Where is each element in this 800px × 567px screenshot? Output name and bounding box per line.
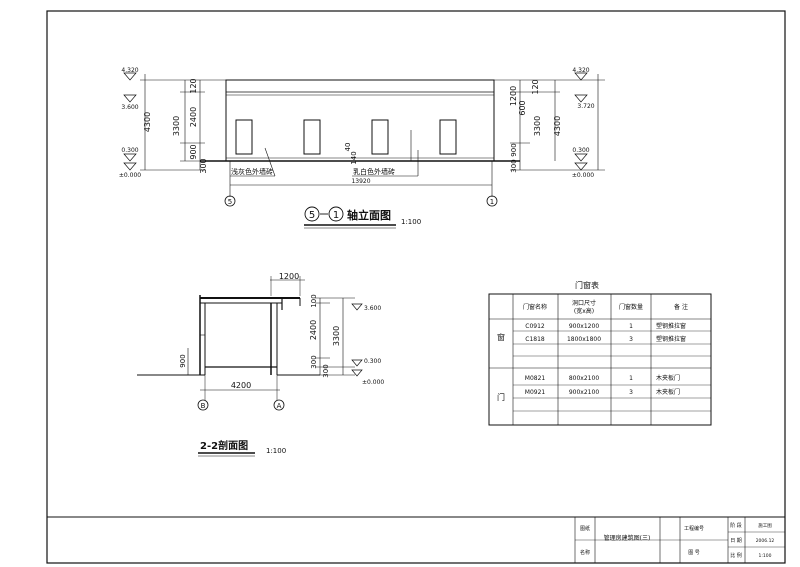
axis-label: A	[277, 402, 282, 410]
elevation-view: 4.320 3.600 0.300 ±0.000 4300 3300 120 2…	[119, 67, 605, 229]
dim-label: 600	[518, 100, 527, 115]
titleblock-label: 名称	[580, 549, 590, 556]
titleblock-label: 比 例	[730, 552, 742, 559]
titleblock-value: 施工图	[758, 522, 772, 529]
schedule-cell: 3	[629, 389, 633, 396]
schedule-cell: 塑钢推拉窗	[656, 335, 686, 343]
schedule-cell: 木夹板门	[656, 388, 680, 396]
level-label: 0.300	[572, 147, 589, 154]
level-label: 3.720	[577, 103, 594, 110]
total-width-label: 13920	[351, 178, 370, 185]
door-window-schedule: 门窗表 门窗名称 洞口尺寸 (宽x高) 门窗数量 备 注 窗 门 C0912 9…	[488, 280, 712, 426]
schedule-cell: C0912	[525, 323, 545, 330]
dim-label: 300	[510, 159, 518, 172]
level-label: 4.320	[572, 67, 589, 74]
level-label: ±0.000	[119, 172, 141, 179]
dim-label: 3300	[332, 326, 341, 346]
schedule-cell: 3	[629, 336, 633, 343]
elevation-title: 轴立面图	[347, 208, 391, 222]
scale-label: 1:100	[266, 447, 286, 455]
dim-label: 2400	[309, 320, 318, 340]
material-note: 乳白色外墙砖	[353, 167, 395, 176]
dim-label: 120	[189, 78, 198, 93]
dim-label: 100	[310, 294, 318, 307]
schedule-header: 备 注	[674, 303, 688, 311]
schedule-cell: 900x1200	[569, 323, 599, 330]
dim-label: 4200	[231, 381, 251, 390]
level-label: 0.300	[364, 358, 381, 365]
titleblock-label: 日 期	[730, 538, 742, 544]
schedule-cell: 1	[629, 375, 633, 382]
window	[439, 119, 457, 155]
axis-label: 1	[490, 198, 494, 206]
dim-label: 900	[510, 143, 518, 156]
schedule-group: 门	[497, 392, 505, 402]
window	[235, 119, 253, 155]
schedule-header: (宽x高)	[574, 307, 594, 315]
axis-bubble	[224, 195, 236, 207]
level-label: 3.600	[364, 305, 381, 312]
window	[371, 119, 389, 155]
dim-label: 900	[189, 144, 198, 159]
schedule-cell: 塑钢推拉窗	[656, 322, 686, 330]
dim-label: 140	[350, 151, 358, 164]
dim-label: 4300	[553, 116, 562, 136]
schedule-cell: 1800x1800	[567, 336, 601, 343]
dim-label: 2400	[189, 107, 198, 127]
drawing-name: 管理房建筑图(三)	[604, 534, 651, 542]
section-view: 1200 100 2400 300 300 3300 900 4200 3.60…	[137, 272, 384, 457]
dim-label: 300	[322, 364, 330, 377]
level-label: 4.320	[121, 67, 138, 74]
dim-label: 900	[179, 354, 187, 367]
material-note: 浅灰色外墙砖	[231, 167, 273, 176]
dim-label: 40	[344, 143, 352, 152]
schedule-header: 门窗名称	[523, 303, 547, 311]
titleblock-value: 2006.12	[756, 538, 775, 544]
titleblock-label: 工程编号	[684, 525, 704, 532]
dim-label: 4300	[143, 112, 152, 132]
title-axis-label: 1	[333, 210, 339, 221]
dim-label: 3300	[533, 116, 542, 136]
schedule-cell: 1	[629, 323, 633, 330]
titleblock-label: 图 号	[688, 550, 700, 556]
level-label: ±0.000	[572, 172, 594, 179]
dim-label: 1200	[509, 86, 518, 106]
dim-label: 3300	[172, 116, 181, 136]
dim-label: 300	[199, 158, 208, 173]
title-axis-label: 5	[309, 210, 315, 221]
sheet-border	[46, 10, 786, 564]
schedule-cell: 木夹板门	[656, 374, 680, 382]
window	[303, 119, 321, 155]
axis-label: B	[201, 402, 206, 410]
section-title: 2-2剖面图	[200, 439, 248, 452]
dim-label: 300	[310, 355, 318, 368]
schedule-cell: M0821	[525, 375, 546, 382]
schedule-cell: C1818	[525, 336, 545, 343]
level-label: 3.600	[121, 104, 138, 111]
level-label: ±0.000	[362, 379, 384, 386]
schedule-cell: 800x2100	[569, 375, 599, 382]
title-block: 图纸 名称 管理房建筑图(三) 工程编号 图 号 阶 段 施工图 日 期 200…	[47, 516, 785, 563]
schedule-header: 洞口尺寸	[572, 299, 596, 307]
axis-bubble	[486, 195, 498, 207]
dim-label: 120	[531, 79, 540, 94]
titleblock-label: 图纸	[580, 525, 590, 532]
scale-label: 1:100	[401, 218, 421, 226]
schedule-header: 门窗数量	[619, 303, 643, 311]
schedule-cell: 900x2100	[569, 389, 599, 396]
schedule-cell: M0921	[525, 389, 546, 396]
titleblock-label: 阶 段	[730, 522, 742, 529]
schedule-group: 窗	[497, 332, 505, 342]
schedule-title: 门窗表	[575, 280, 599, 290]
dim-label: 1200	[279, 272, 299, 281]
level-label: 0.300	[121, 147, 138, 154]
axis-label: 5	[228, 198, 232, 206]
titleblock-value: 1:100	[759, 553, 772, 559]
